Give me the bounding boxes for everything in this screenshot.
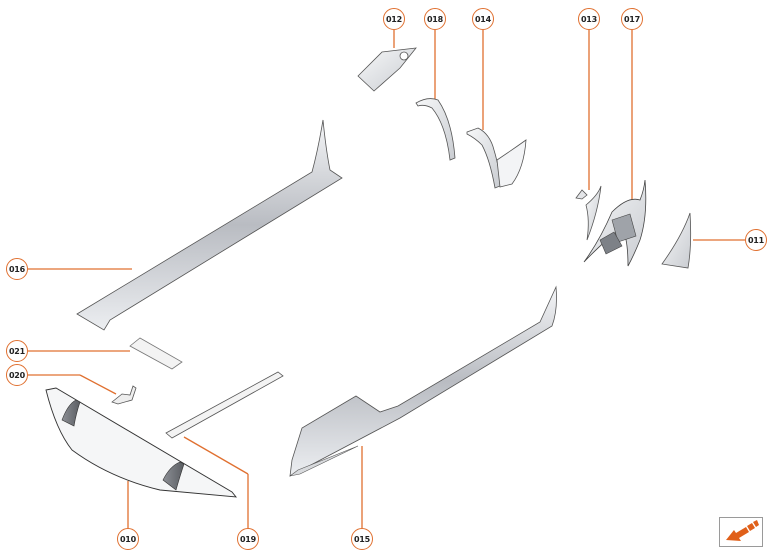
- callout-018[interactable]: 018: [424, 8, 446, 30]
- callout-020[interactable]: 020: [6, 364, 28, 386]
- callout-012[interactable]: 012: [383, 8, 405, 30]
- callout-011[interactable]: 011: [745, 229, 767, 251]
- part-019-long-strip: [165, 371, 284, 439]
- back-to-overview-button[interactable]: [719, 517, 763, 547]
- callout-015[interactable]: 015: [351, 528, 373, 550]
- callout-016[interactable]: 016: [6, 258, 28, 280]
- part-013-curved-trim: [575, 189, 588, 200]
- part-018-arch-strip: [415, 98, 456, 161]
- part-016-side-sill: [76, 119, 343, 331]
- callout-010[interactable]: 010: [117, 528, 139, 550]
- part-020-bracket: [111, 385, 137, 405]
- callout-019[interactable]: 019: [237, 528, 259, 550]
- part-011-side-panel: [661, 212, 692, 269]
- callout-021[interactable]: 021: [6, 340, 28, 362]
- part-010-rear-spoiler: [45, 387, 238, 498]
- callout-013[interactable]: 013: [578, 8, 600, 30]
- callout-017[interactable]: 017: [621, 8, 643, 30]
- part-014-arch-liner: [466, 127, 501, 189]
- part-015-side-sill: [289, 285, 557, 477]
- callout-014[interactable]: 014: [472, 8, 494, 30]
- part-021-short-strip: [129, 337, 183, 370]
- arrow-down-left-icon: [726, 520, 759, 541]
- leader-lines: [28, 30, 745, 528]
